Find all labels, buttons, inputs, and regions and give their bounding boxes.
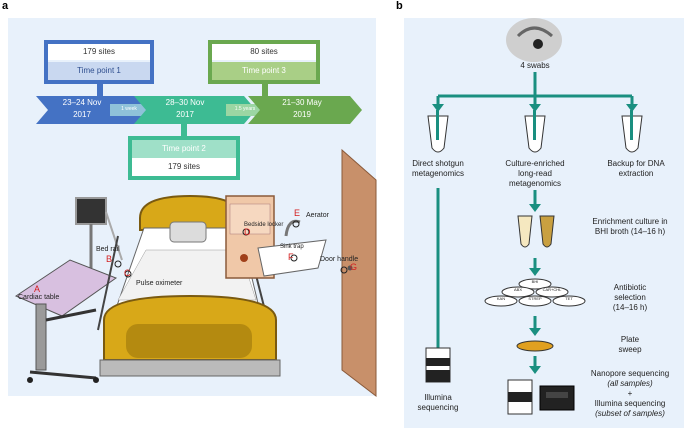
nanopore-line1: Nanopore sequencing bbox=[590, 369, 670, 378]
location-C-letter: C bbox=[124, 268, 131, 278]
antibiotic-line2: selection bbox=[614, 293, 646, 302]
timeline-arrow-2 bbox=[134, 96, 256, 124]
bed-pillow bbox=[169, 221, 207, 243]
tp3-year: 2019 bbox=[293, 110, 311, 119]
nanopore-plus: + bbox=[627, 389, 633, 398]
branch-3-line2: extraction bbox=[618, 169, 654, 178]
location-B-name: Bed rail bbox=[96, 246, 120, 253]
tp1-label: Time point 1 bbox=[77, 66, 121, 75]
swab-photo bbox=[506, 18, 562, 62]
plate-TET: TET bbox=[565, 296, 573, 301]
cardiac-table-leg bbox=[35, 303, 47, 371]
nanopore-line2: (all samples) bbox=[607, 379, 653, 388]
location-D-name: Bedside locker bbox=[244, 222, 284, 228]
branch-2-line3: metagenomics bbox=[508, 179, 562, 188]
arrow-heads bbox=[432, 104, 638, 374]
location-F-name: Sink trap bbox=[280, 244, 304, 250]
flow-arrows bbox=[436, 72, 634, 366]
branch-1-line1: Direct shotgun bbox=[412, 159, 464, 168]
monitor-cable bbox=[105, 211, 123, 261]
tp2-label: Time point 2 bbox=[162, 144, 206, 153]
tp3-sites: 80 sites bbox=[212, 44, 316, 60]
door-handle bbox=[347, 265, 353, 271]
antibiotic-line3: (14–16 h) bbox=[612, 303, 648, 312]
branch-3-line1: Backup for DNA bbox=[607, 159, 665, 168]
tp2-sites: 179 sites bbox=[132, 158, 236, 176]
nanopore-line3: Illumina sequencing bbox=[594, 399, 666, 408]
location-E-name: Aerator bbox=[306, 212, 329, 219]
bed-rail-left bbox=[97, 235, 119, 331]
illumina-line1: Illumina bbox=[424, 393, 452, 402]
plate-ABX: ABX bbox=[513, 287, 522, 292]
plate-sweep-line1: Plate bbox=[620, 335, 640, 344]
plate-sweep-line2: sweep bbox=[618, 345, 642, 354]
location-G-name: Door handle bbox=[320, 256, 359, 263]
swab-markers bbox=[114, 220, 348, 278]
tp2-connector bbox=[181, 124, 187, 138]
bed-base bbox=[99, 359, 281, 377]
tp1-sites: 179 sites bbox=[48, 44, 150, 60]
location-A-letter: A bbox=[34, 284, 41, 294]
cardiac-table-top bbox=[14, 259, 118, 317]
tp3-connector bbox=[262, 82, 268, 96]
plate-STREP: STREP bbox=[528, 296, 542, 301]
location-D-letter: D bbox=[244, 227, 251, 237]
location-G-letter: G bbox=[350, 262, 358, 272]
tube-swabs bbox=[436, 110, 633, 140]
gap-arrow-1 bbox=[110, 104, 150, 116]
sink bbox=[257, 239, 327, 277]
door bbox=[341, 148, 377, 398]
tp2-year: 2017 bbox=[176, 110, 194, 119]
tp2-date: 28–30 Nov bbox=[165, 98, 205, 107]
location-E-letter: E bbox=[294, 208, 301, 218]
monitor bbox=[75, 197, 107, 225]
tp2-box-fill bbox=[132, 140, 236, 158]
plate-BHI: BHI bbox=[531, 279, 539, 284]
location-C-name: Pulse oximeter bbox=[136, 280, 183, 287]
branch-1-line2: metagenomics bbox=[411, 169, 465, 178]
plate-CAR-CHL: CAR+CHL bbox=[542, 287, 562, 292]
timeline-arrow-1 bbox=[36, 96, 158, 124]
bed-footboard-panel bbox=[126, 324, 252, 358]
panel-b-letter: b bbox=[396, 0, 403, 12]
gap-label-2: 1.5 years bbox=[234, 106, 256, 112]
tp1-connector bbox=[97, 82, 103, 96]
branch-2-line1: Culture-enriched bbox=[505, 159, 565, 168]
gap-arrow-2 bbox=[226, 104, 266, 116]
nanopore-line4: (subset of samples) bbox=[595, 409, 665, 418]
swabs-label: 4 swabs bbox=[520, 61, 550, 70]
antibiotic-line1: Antibiotic bbox=[613, 283, 647, 292]
timeline-arrow-3 bbox=[248, 96, 362, 124]
tp1-year: 2017 bbox=[73, 110, 91, 119]
cardiac-table-arm bbox=[45, 308, 97, 322]
illumina-line2: sequencing bbox=[417, 403, 459, 412]
gap-label-1: 1 week bbox=[121, 106, 137, 112]
sweep-plate bbox=[516, 340, 554, 352]
tp3-label: Time point 3 bbox=[242, 66, 286, 75]
location-A-name: Cardiac table bbox=[18, 294, 60, 301]
location-F-letter: F bbox=[288, 252, 294, 262]
location-B-letter: B bbox=[106, 254, 113, 264]
tp1-box-fill bbox=[48, 62, 150, 80]
bed-sheet bbox=[117, 249, 257, 301]
tp3-box-fill bbox=[212, 62, 316, 80]
plate-KAN: KAN bbox=[496, 296, 506, 301]
branch-2-line2: long-read bbox=[518, 169, 552, 178]
panel-a-letter: a bbox=[2, 0, 9, 12]
enrichment-line1: Enrichment culture in bbox=[592, 217, 668, 226]
plates bbox=[484, 278, 586, 307]
enrichment-line2: BHI broth (14–16 h) bbox=[594, 227, 666, 236]
tp1-date: 23–24 Nov bbox=[62, 98, 102, 107]
tp3-date: 21–30 May bbox=[282, 98, 322, 107]
cardiac-table-base bbox=[29, 370, 97, 380]
